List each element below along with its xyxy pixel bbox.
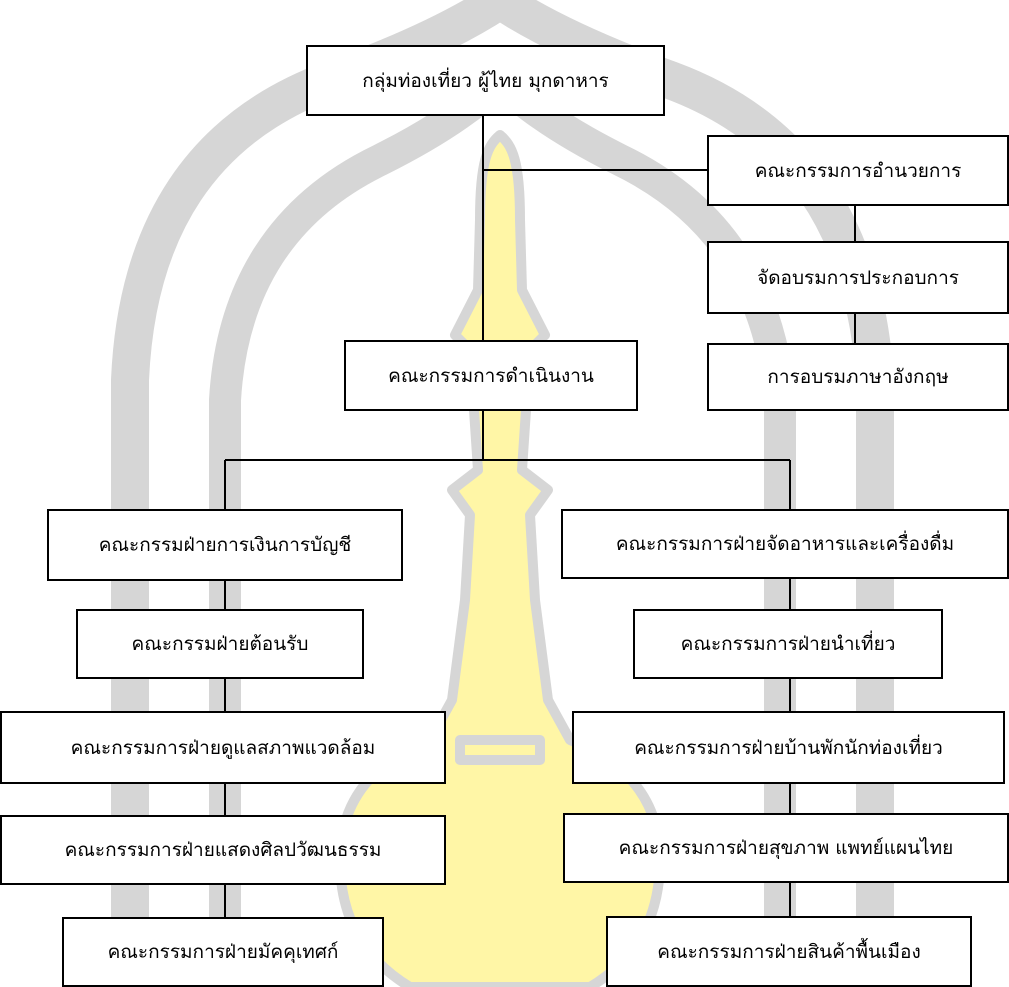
training-operator-box: จัดอบรมการประกอบการ <box>707 241 1009 314</box>
training-english-box: การอบรมภาษาอังกฤษ <box>707 343 1009 411</box>
root-group-box: กลุ่มท่องเที่ยว ผู้ไทย มุกดาหาร <box>306 45 665 116</box>
tour-guide-committee-box: คณะกรรมการฝ่ายนำเที่ยว <box>633 609 943 679</box>
management-committee-box: คณะกรรมการอำนวยการ <box>707 135 1009 206</box>
environment-committee-box: คณะกรรมการฝ่ายดูแลสภาพแวดล้อม <box>0 711 446 784</box>
arts-culture-committee-box: คณะกรรมการฝ่ายแสดงศิลปวัฒนธรรม <box>0 815 446 885</box>
homestay-committee-box: คณะกรรมการฝ่ายบ้านพักนักท่องเที่ยว <box>572 711 1005 784</box>
local-products-committee-box: คณะกรรมการฝ่ายสินค้าพื้นเมือง <box>606 916 972 987</box>
guide-interpreter-committee-box: คณะกรรมการฝ่ายมัคคุเทศก์ <box>62 917 384 987</box>
food-beverage-committee-box: คณะกรรมการฝ่ายจัดอาหารและเครื่องดื่ม <box>561 509 1009 579</box>
finance-committee-box: คณะกรรมฝ่ายการเงินการบัญชี <box>47 509 403 581</box>
health-thai-medicine-committee-box: คณะกรรมการฝ่ายสุขภาพ แพทย์แผนไทย <box>563 813 1009 883</box>
operating-committee-box: คณะกรรมการดำเนินงาน <box>344 340 638 411</box>
reception-committee-box: คณะกรรมฝ่ายต้อนรับ <box>76 609 364 679</box>
